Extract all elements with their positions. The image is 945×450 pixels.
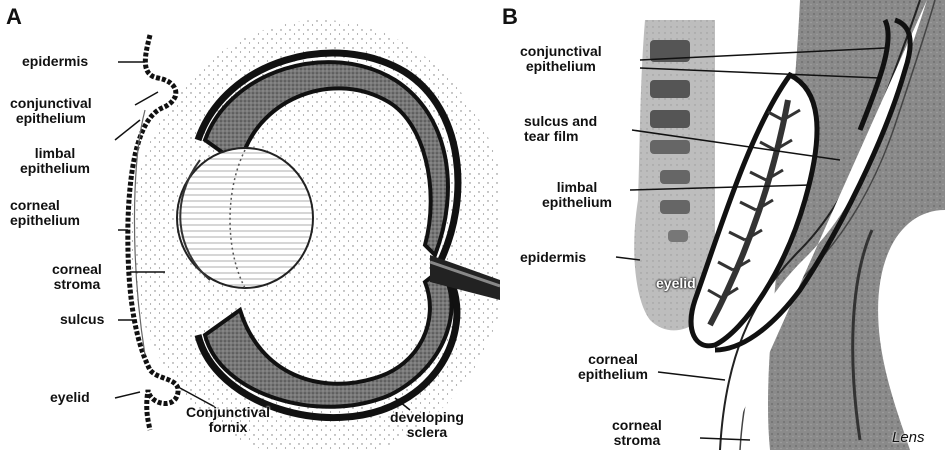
label-a-epidermis: epidermis <box>22 54 88 69</box>
label-a-fornix-line2: fornix <box>186 420 270 435</box>
label-b-conjunctival-line2: epithelium <box>520 59 602 74</box>
label-a-conjunctival-line2: epithelium <box>10 111 92 126</box>
label-a-corneal-stroma-line2: stroma <box>52 277 102 292</box>
label-a-developing-sclera: developing sclera <box>390 410 464 440</box>
label-a-conjunctival-epithelium: conjunctival epithelium <box>10 96 92 126</box>
label-a-sulcus: sulcus <box>60 312 104 327</box>
label-b-epidermis: epidermis <box>520 250 586 265</box>
label-a-corneal-epi-line1: corneal <box>10 198 80 213</box>
label-b-sulcus-tear-film: sulcus and tear film <box>524 114 597 144</box>
label-a-sclera-line2: sclera <box>390 425 464 440</box>
lens <box>177 148 313 288</box>
label-b-conjunctival-line1: conjunctival <box>520 44 602 59</box>
label-a-corneal-epi-line2: epithelium <box>10 213 80 228</box>
label-a-eyelid: eyelid <box>50 390 90 405</box>
label-b-corneal-stroma: corneal stroma <box>612 418 662 448</box>
label-b-corneal-epi-line2: epithelium <box>578 367 648 382</box>
label-b-limbal-epithelium: limbal epithelium <box>542 180 612 210</box>
label-a-conjunctival-fornix: Conjunctival fornix <box>186 405 270 435</box>
label-a-corneal-stroma-line1: corneal <box>52 262 102 277</box>
label-b-sulcus-line1: sulcus and <box>524 114 597 129</box>
label-a-fornix-line1: Conjunctival <box>186 405 270 420</box>
label-b-lens: Lens <box>892 430 925 445</box>
label-b-limbal-line2: epithelium <box>542 195 612 210</box>
label-b-sulcus-line2: tear film <box>524 129 597 144</box>
label-b-corneal-epi-line1: corneal <box>578 352 648 367</box>
label-b-eyelid: eyelid <box>656 276 696 291</box>
label-a-sclera-line1: developing <box>390 410 464 425</box>
label-b-corneal-epithelium: corneal epithelium <box>578 352 648 382</box>
label-a-limbal-line1: limbal <box>20 146 90 161</box>
label-a-corneal-stroma: corneal stroma <box>52 262 102 292</box>
label-b-corneal-stroma-line1: corneal <box>612 418 662 433</box>
label-b-conjunctival-epithelium: conjunctival epithelium <box>520 44 602 74</box>
label-a-corneal-epithelium: corneal epithelium <box>10 198 80 228</box>
panel-b-letter: B <box>502 6 518 28</box>
label-b-limbal-line1: limbal <box>542 180 612 195</box>
label-a-limbal-epithelium: limbal epithelium <box>20 146 90 176</box>
label-b-corneal-stroma-line2: stroma <box>612 433 662 448</box>
panel-a-letter: A <box>6 6 22 28</box>
panel-a: A epidermis conjunctival epithelium limb… <box>0 0 500 450</box>
label-a-limbal-line2: epithelium <box>20 161 90 176</box>
panel-b: B conjunctival epithelium sulcus and tea… <box>500 0 945 450</box>
label-a-conjunctival-line1: conjunctival <box>10 96 92 111</box>
